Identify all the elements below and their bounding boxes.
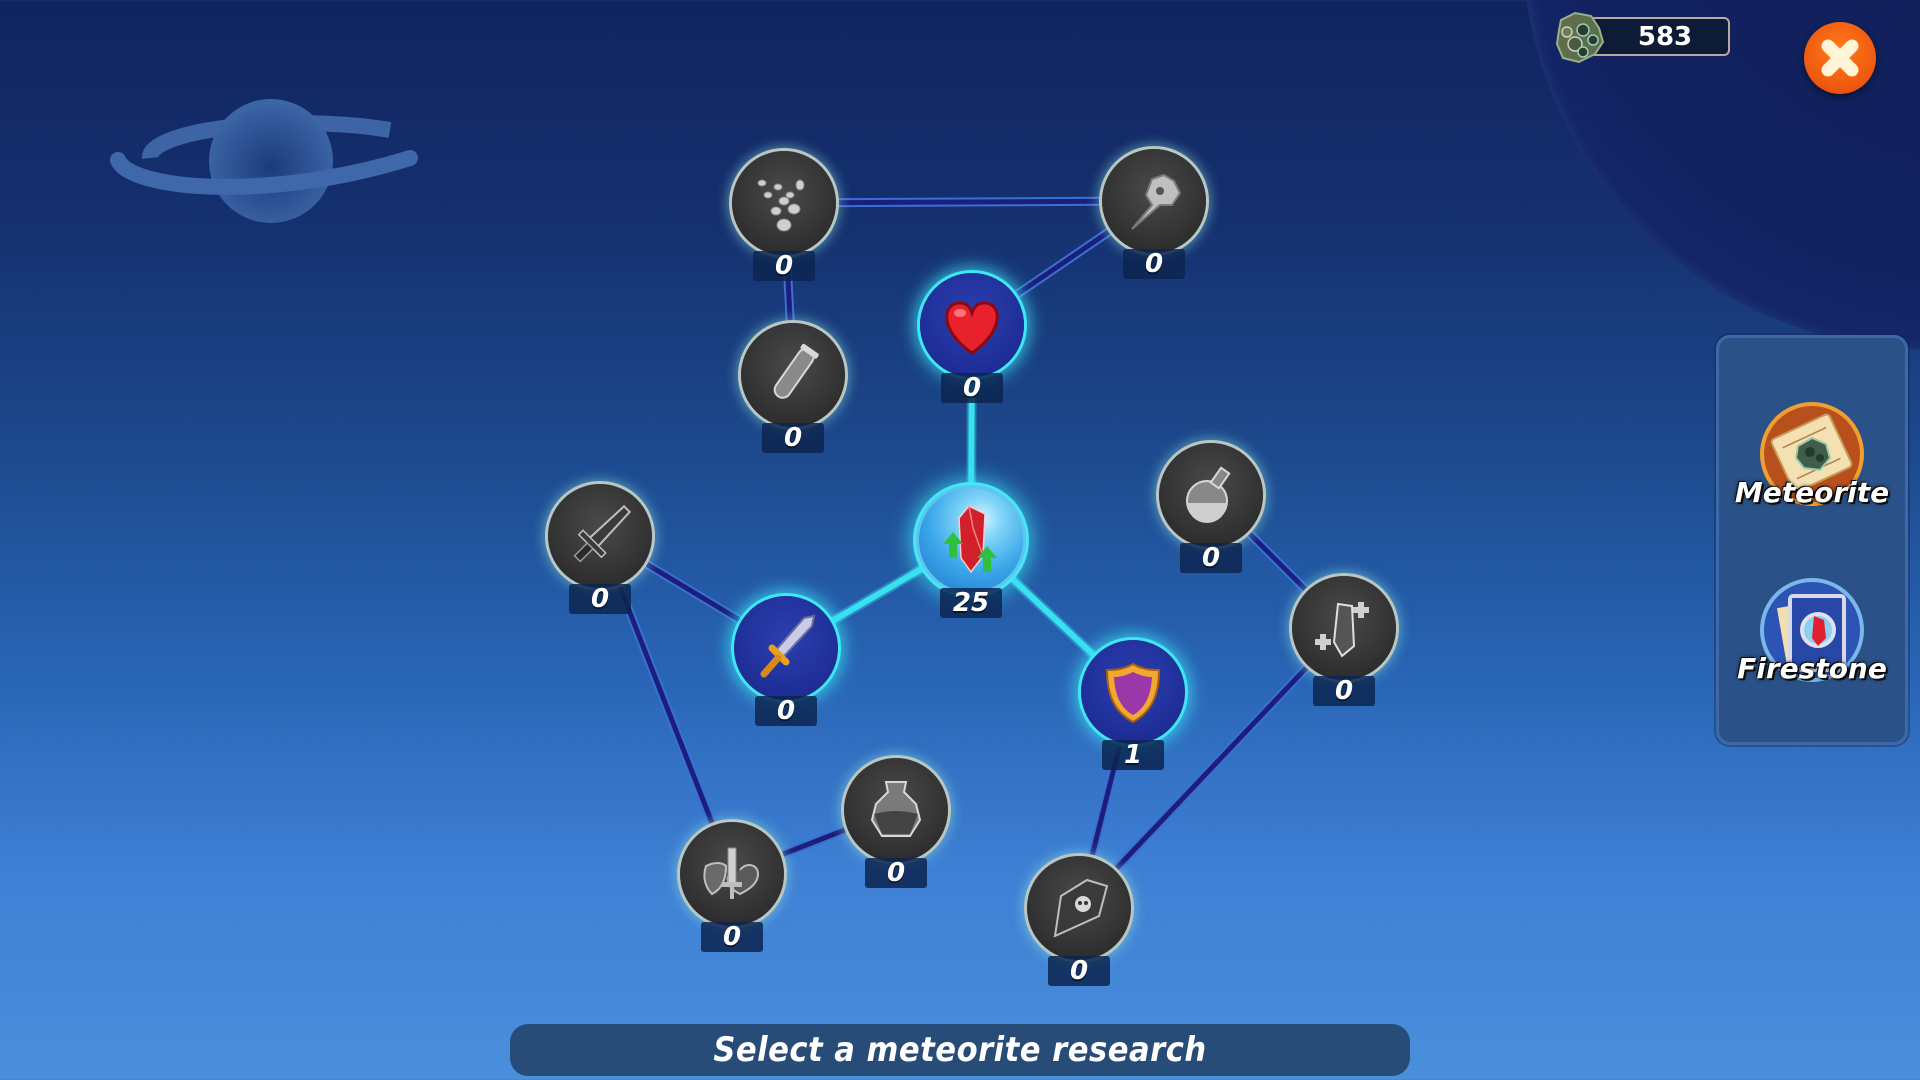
research-level-skull-shield: 0	[1048, 956, 1110, 986]
close-x-icon	[1821, 39, 1859, 77]
saturn-planet-decoration	[110, 99, 418, 223]
research-node-jar[interactable]	[844, 758, 948, 862]
meteorite-scroll-icon	[1760, 402, 1864, 506]
shield-icon	[1105, 662, 1161, 724]
research-level-defense: 1	[1102, 740, 1164, 770]
research-node-gold[interactable]	[732, 151, 836, 255]
research-node-crystal-plus[interactable]	[1292, 576, 1396, 680]
research-level-mace: 0	[1123, 249, 1185, 279]
sword-icon	[760, 614, 816, 678]
tab-meteorite[interactable]: Meteorite	[1719, 400, 1905, 550]
research-level-shield-sword-heart: 0	[701, 922, 763, 952]
research-node-flask[interactable]	[1159, 443, 1263, 547]
research-level-tube: 0	[762, 423, 824, 453]
test-tube-icon	[773, 343, 819, 399]
link-gold-mace	[783, 196, 1155, 208]
potion-jar-icon	[870, 781, 922, 837]
meteorite-currency-display: 583	[1580, 17, 1730, 56]
research-node-health[interactable]	[920, 273, 1024, 377]
research-level-attack: 0	[755, 696, 817, 726]
research-node-core[interactable]	[919, 488, 1023, 592]
coins-icon	[757, 179, 805, 232]
meteorite-rock-icon	[1555, 11, 1605, 64]
research-level-jar: 0	[865, 858, 927, 888]
tab-firestone[interactable]: Firestone	[1719, 576, 1905, 726]
research-node-mace[interactable]	[1102, 149, 1206, 253]
research-node-defense[interactable]	[1081, 640, 1185, 744]
tab-meteorite-label: Meteorite	[1734, 476, 1890, 509]
skull-shield-icon	[1053, 878, 1109, 938]
heart-icon	[945, 301, 999, 355]
research-node-skull-shield[interactable]	[1027, 856, 1131, 960]
research-level-core: 25	[940, 588, 1002, 618]
research-level-crystal-plus: 0	[1313, 676, 1375, 706]
firestone-book-icon	[1760, 578, 1864, 682]
tab-firestone-label: Firestone	[1737, 652, 1887, 685]
close-button[interactable]	[1804, 22, 1876, 94]
link-gold-mace	[783, 198, 1155, 206]
shield-sword-heart-icon	[703, 847, 760, 899]
research-level-flask: 0	[1180, 543, 1242, 573]
research-node-tube[interactable]	[741, 323, 845, 427]
research-node-attack[interactable]	[734, 596, 838, 700]
round-flask-icon	[1186, 466, 1231, 523]
research-level-health: 0	[941, 373, 1003, 403]
crystal-plus-icon	[1315, 602, 1369, 658]
research-node-shield-sword-heart[interactable]	[680, 822, 784, 926]
research-node-dark-sword[interactable]	[548, 484, 652, 588]
red-gem-upgrade-icon	[943, 505, 997, 574]
instruction-text: Select a meteorite research	[713, 1030, 1207, 1070]
instruction-bar: Select a meteorite research	[510, 1024, 1410, 1076]
research-level-gold: 0	[753, 251, 815, 281]
currency-value: 583	[1637, 22, 1693, 52]
research-type-panel: Meteorite Firestone	[1716, 335, 1908, 745]
spiked-mace-icon	[1131, 173, 1182, 230]
research-level-dark-sword: 0	[569, 584, 631, 614]
dark-sword-icon	[573, 504, 632, 563]
